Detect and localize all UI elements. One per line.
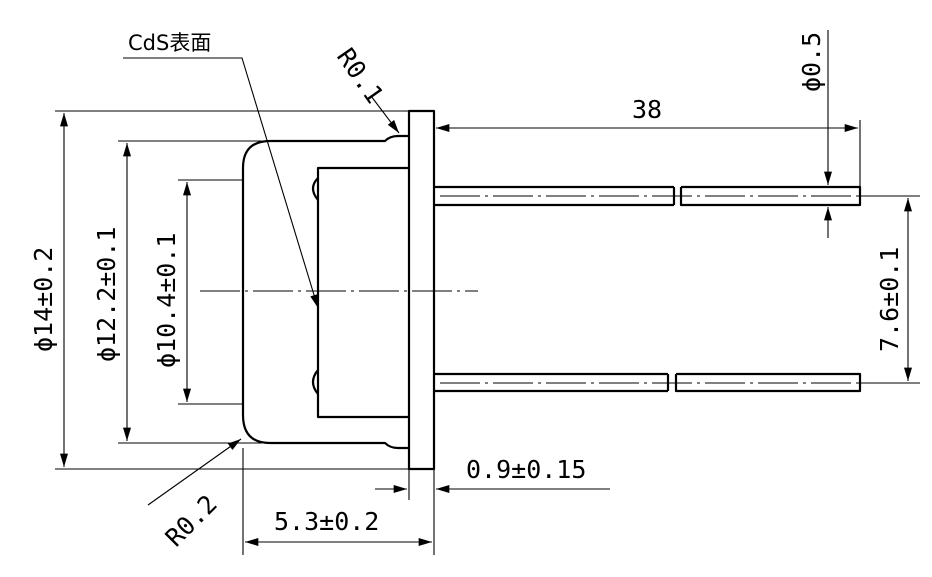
label-dia05: ϕ0.5 (797, 32, 826, 92)
label-38: 38 (632, 95, 662, 124)
label-dia14: ϕ14±0.2 (29, 247, 58, 352)
sensor-body (200, 109, 478, 471)
inner-bump-bottom (311, 369, 319, 395)
lead-top-right (679, 185, 862, 207)
inner-bump-top (311, 177, 319, 201)
leaders (123, 57, 400, 506)
can-outline (241, 134, 409, 450)
lead-bottom-right (674, 372, 862, 393)
leads (434, 185, 872, 393)
label-r01: R0.1 (331, 43, 389, 109)
label-layer: CdS表面 R0.1 38 ϕ0.5 ϕ14±0.2 ϕ12.2±0.1 ϕ10… (29, 31, 904, 552)
extension-lines (55, 110, 920, 555)
label-r02: R0.2 (160, 489, 223, 552)
label-height53: 5.3±0.2 (274, 507, 379, 536)
label-dia104: ϕ10.4±0.1 (152, 233, 181, 368)
leader-r02 (147, 438, 242, 506)
dimensions (60, 30, 912, 546)
flange (407, 109, 436, 471)
inner-block (316, 166, 409, 419)
label-cds-surface: CdS表面 (128, 31, 211, 55)
label-dia122: ϕ12.2±0.1 (92, 227, 121, 362)
label-flange09: 0.9±0.15 (466, 455, 586, 484)
leader-r01 (370, 95, 400, 134)
label-pitch76: 7.6±0.1 (875, 247, 904, 352)
leader-cds (123, 57, 319, 309)
